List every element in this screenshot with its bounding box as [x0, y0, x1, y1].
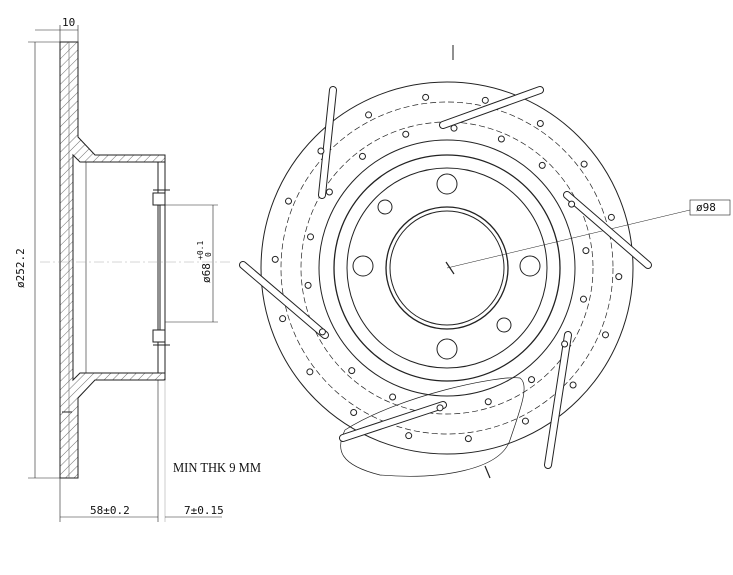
dim-outer-diameter: ø252.2	[14, 248, 27, 288]
drill-hole	[521, 417, 529, 425]
center-bore	[385, 206, 509, 330]
dim-hub-thickness: 7±0.15	[184, 504, 224, 517]
slot	[240, 262, 328, 338]
drill-hole	[304, 281, 312, 289]
disc-plate-section	[59, 41, 166, 479]
drill-hole	[538, 161, 546, 169]
slot	[440, 87, 543, 128]
drill-hole	[436, 404, 444, 412]
drill-hole	[389, 393, 397, 401]
drill-hole	[450, 124, 458, 132]
bolt-hole	[519, 255, 541, 277]
drill-hole	[580, 160, 588, 168]
dim-bolt-circle: ø98	[696, 201, 716, 214]
drill-hole	[615, 273, 623, 281]
bolt-circle-label-box	[689, 199, 731, 216]
drill-hole	[318, 328, 326, 336]
drill-hole	[579, 295, 587, 303]
drill-hole	[365, 111, 373, 119]
dim-center-bore-tol-lower: 0	[204, 252, 213, 257]
dim-center-bore-tol-upper: +0.1	[196, 241, 205, 260]
drill-hole	[307, 233, 315, 241]
dim-center-bore: ø68	[200, 263, 213, 283]
drill-hole	[536, 120, 544, 128]
drill-hole	[279, 315, 287, 323]
drill-hole	[582, 247, 590, 255]
drill-hole	[569, 381, 577, 389]
drill-hole	[317, 147, 325, 155]
bolt-hole	[352, 255, 374, 277]
front-view	[239, 45, 691, 479]
bolt-hole-small	[496, 317, 512, 333]
drill-hole	[402, 130, 410, 138]
drill-hole	[528, 376, 536, 384]
slot	[545, 332, 571, 468]
slot	[340, 402, 446, 441]
dim-height: 58±0.2	[90, 504, 130, 517]
drill-hole	[285, 197, 293, 205]
slot	[319, 87, 336, 198]
drill-hole	[405, 432, 413, 440]
drill-hole	[497, 135, 505, 143]
drill-hole	[607, 213, 615, 221]
bolt-hole	[436, 173, 458, 195]
drill-hole	[325, 188, 333, 196]
bolt-hole	[436, 338, 458, 360]
note-min-thickness: MIN THK 9 MM	[173, 461, 261, 476]
drill-hole	[422, 93, 430, 101]
drill-hole	[561, 340, 569, 348]
drill-hole	[358, 152, 366, 160]
drill-hole	[601, 331, 609, 339]
slot	[564, 192, 651, 268]
drill-hole	[306, 368, 314, 376]
bolt-hole-small	[377, 199, 393, 215]
drill-hole	[464, 435, 472, 443]
drill-hole	[481, 96, 489, 104]
drill-hole	[271, 255, 279, 263]
outer-rim	[260, 81, 634, 455]
drill-hole	[568, 200, 576, 208]
drill-hole	[350, 408, 358, 416]
drill-hole	[484, 398, 492, 406]
hub-outer	[318, 139, 576, 397]
dim-top-width: 10	[62, 16, 75, 29]
drill-hole	[348, 367, 356, 375]
side-section-view	[28, 25, 230, 522]
